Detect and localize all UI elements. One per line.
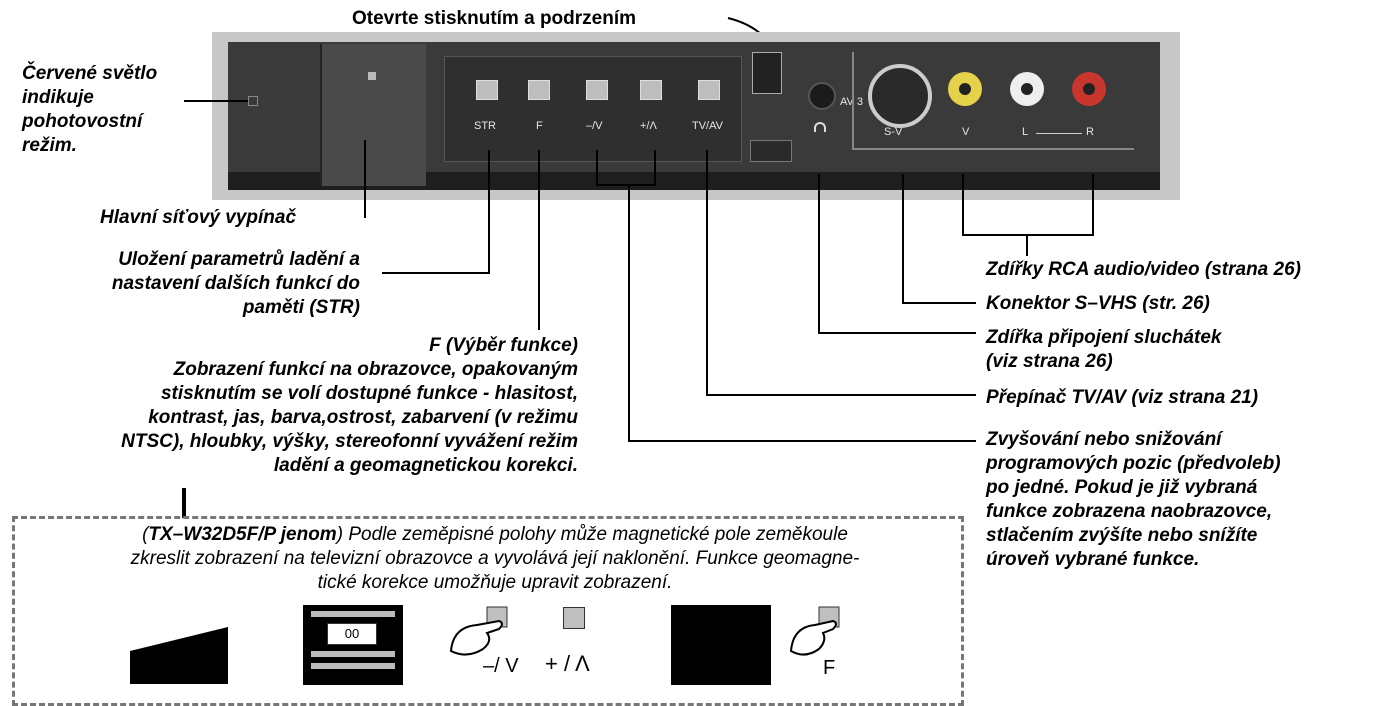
hand-press-minus-icon [449, 606, 508, 656]
updown-label-3: po jedné. Pokud je již vybraná [986, 477, 1258, 498]
plus-button[interactable] [640, 80, 662, 100]
str-label-3: paměti (STR) [242, 297, 360, 318]
tv-panel-base [228, 172, 1160, 190]
audio-r-label: R [1086, 126, 1094, 138]
svhs-leader-v [902, 174, 904, 304]
svhs-label: Konektor S–VHS (str. 26) [986, 293, 1210, 314]
osd-bar-1 [311, 611, 395, 617]
black-screen-icon [671, 605, 771, 685]
rca-label: Zdířky RCA audio/video (strana 26) [986, 259, 1301, 280]
power-indicator [368, 72, 376, 80]
f-to-note-leader [182, 488, 186, 518]
geomagnetic-note-box: (TX–W32D5F/P jenom) Podle zeměpisné polo… [12, 516, 964, 706]
updown-label-6: úroveň vybrané funkce. [986, 549, 1200, 570]
updown-label-5: stlačením zvýšíte nebo snížíte [986, 525, 1258, 546]
plus-label: + / Λ [545, 651, 590, 676]
standby-label-3: pohotovostní [22, 111, 143, 132]
rca-bracket-v2 [1092, 174, 1094, 236]
headphones-label-2: (viz strana 26) [986, 351, 1113, 372]
svhs-jack[interactable] [868, 64, 932, 128]
osd-value: 00 [344, 626, 360, 641]
door-hinge [750, 140, 792, 162]
tvav-button[interactable] [698, 80, 720, 100]
standby-label-2: indikuje [22, 87, 94, 108]
plus-square-icon [563, 607, 585, 629]
tvav-leader-h [706, 394, 976, 396]
standby-label-4: režim. [22, 135, 77, 156]
updown-bracket-left [596, 150, 598, 186]
svhs-leader-h [902, 302, 976, 304]
str-label-2: nastavení dalších funkcí do [111, 273, 360, 294]
lr-divider [1036, 133, 1082, 134]
headphones-label-1: Zdířka připojení sluchátek [986, 327, 1222, 348]
str-leader-v [488, 150, 490, 274]
osd-bar-3 [311, 663, 395, 669]
video-jack-label: V [962, 126, 970, 138]
button-recess [444, 56, 742, 162]
video-jack[interactable] [948, 72, 982, 106]
audio-l-jack[interactable] [1010, 72, 1044, 106]
note-line-2: zkreslit zobrazení na televizní obrazovc… [130, 548, 860, 569]
open-instruction-label: Otevrte stisknutím a podrzením [352, 8, 637, 29]
f-label-2: Zobrazení funkcí na obrazovce, opakovaný… [173, 359, 578, 380]
updown-leader-h [628, 440, 976, 442]
f-button-label: F [536, 120, 543, 132]
audio-l-label: L [1022, 126, 1029, 138]
osd-value-box: 00 [327, 623, 377, 645]
minus-button[interactable] [586, 80, 608, 100]
rca-bracket-v1 [962, 174, 964, 236]
jack-recess [852, 52, 1134, 150]
main-switch-leader [364, 140, 366, 218]
headphones-leader-h [818, 332, 976, 334]
updown-label-1: Zvyšování nebo snižování [986, 429, 1222, 450]
osd-screen: 00 [303, 605, 403, 685]
rca-bracket-h [962, 234, 1094, 236]
updown-bracket-bottom [596, 184, 656, 186]
headphone-icon [814, 122, 826, 132]
audio-r-jack[interactable] [1072, 72, 1106, 106]
str-button-label: STR [474, 120, 496, 132]
updown-label-2: programových pozic (předvoleb) [986, 453, 1281, 474]
str-button[interactable] [476, 80, 498, 100]
f-key-label: F [823, 657, 836, 679]
f-label-4: kontrast, jas, barva,ostrost, zabarvení … [148, 407, 578, 428]
tvav-button-label: TV/AV [692, 120, 723, 132]
str-label-1: Uložení parametrů ladění a [118, 249, 360, 270]
updown-label-4: funkce zobrazena naobrazovce, [986, 501, 1273, 522]
tilted-screen-icon [130, 606, 228, 684]
standby-leader [184, 100, 248, 102]
osd-bar-2 [311, 651, 395, 657]
f-leader [538, 150, 540, 330]
updown-leader-v [628, 184, 630, 442]
power-switch-cover [320, 44, 426, 186]
f-label-1: F (Výběr funkce) [429, 335, 578, 356]
minus-button-label: –/V [586, 120, 603, 132]
f-button[interactable] [528, 80, 550, 100]
standby-led [248, 96, 258, 106]
main-switch-label: Hlavní síťový vypínač [100, 207, 297, 228]
note-line-1: (TX–W32D5F/P jenom) Podle zeměpisné polo… [142, 524, 848, 545]
standby-label-1: Červené světlo [22, 63, 158, 84]
headphone-jack[interactable] [808, 82, 836, 110]
str-leader-h [382, 272, 488, 274]
updown-bracket-right [654, 150, 656, 186]
plus-button-label: +/Λ [640, 120, 657, 132]
f-label-5: NTSC), hloubky, výšky, stereofonní vyváž… [121, 431, 578, 452]
headphones-leader-v [818, 174, 820, 334]
minus-v-label: –/ V [483, 655, 519, 677]
door-latch[interactable] [752, 52, 782, 94]
svhs-jack-label: S-V [884, 126, 903, 138]
f-label-6: ladění a geomagnetickou korekci. [273, 455, 578, 476]
hand-press-f-icon [789, 606, 840, 656]
f-label-3: stisknutím se volí dostupné funkce - hla… [160, 383, 578, 404]
av-input-label: AV 3 [840, 96, 864, 108]
tvav-label: Přepínač TV/AV (viz strana 21) [986, 387, 1259, 408]
note-model: TX–W32D5F/P jenom [148, 524, 337, 545]
rca-leader [1026, 234, 1028, 256]
tvav-leader-v [706, 150, 708, 396]
note-line-3: tické korekce umožňuje upravit zobrazení… [317, 572, 673, 593]
